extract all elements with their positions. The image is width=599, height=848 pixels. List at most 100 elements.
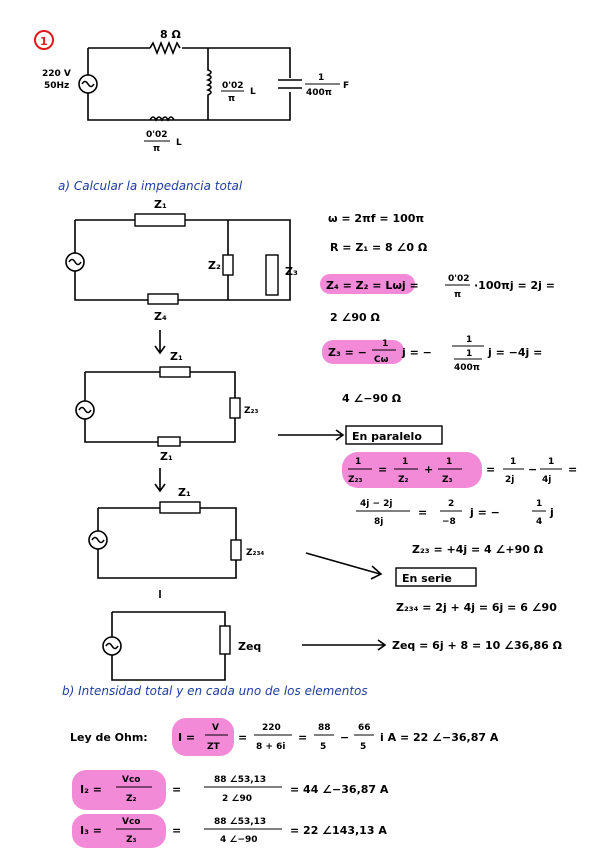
svg-text:8j: 8j [374,517,383,527]
z1-box [134,213,186,227]
svg-text:i A = 22 ∠−36,87 A: i A = 22 ∠−36,87 A [380,731,499,744]
svg-text:F: F [343,81,349,91]
parallel-label: En paralelo [352,430,422,443]
svg-text:4 ∠−90: 4 ∠−90 [220,835,258,845]
part-b-title: b) Intensidad total y en cada uno de los… [62,684,368,698]
svg-text:0'02: 0'02 [146,130,168,140]
svg-text:L: L [250,87,256,97]
svg-text:0'02: 0'02 [448,274,470,284]
part-b-equations: Ley de Ohm: I = V ZT = 220 8 + 6i = 88 5… [70,718,499,848]
part-a-title: a) Calcular la impedancia total [58,179,243,193]
svg-text:j: j [549,506,554,519]
svg-text:Z₃: Z₃ [285,265,298,278]
circuit-full: Z₁ Z₂ Z₃ Z₄ [65,198,298,323]
highlight [172,718,234,756]
svg-text:88 ∠53,13: 88 ∠53,13 [214,775,266,785]
svg-text:1: 1 [510,457,516,467]
source-frequency: 50Hz [44,81,69,91]
arrow-right-icon [278,429,345,441]
svg-text:Vco: Vco [122,817,140,827]
svg-text:88 ∠53,13: 88 ∠53,13 [214,817,266,827]
svg-text:5: 5 [320,742,326,752]
svg-text:Zeq: Zeq [238,640,261,653]
capacitor-value: 1 [318,73,324,83]
svg-text:Z₂: Z₂ [398,475,409,485]
capacitor-symbol [278,79,302,89]
svg-text:+: + [424,463,433,476]
svg-text:=: = [172,824,181,837]
svg-text:4 ∠−90 Ω: 4 ∠−90 Ω [342,392,402,405]
svg-text:=: = [172,783,181,796]
circuit-zeq: Zeq [102,611,261,681]
z4-box [147,293,179,305]
z3-box [265,254,279,296]
svg-text:Z₃: Z₃ [442,475,453,485]
problem-circuit: 1 8 Ω 220 V 50Hz 0'02 π L 1 400π F 0'02 … [34,28,349,154]
svg-text:Zeq = 6j + 8 = 10 ∠36,86 Ω: Zeq = 6j + 8 = 10 ∠36,86 Ω [392,639,563,652]
svg-text:−: − [340,731,349,744]
svg-text:88: 88 [318,723,331,733]
circuit-z23: Z₁ Z₂₃ Z₁ [75,350,258,463]
svg-text:= 44 ∠−36,87 A: = 44 ∠−36,87 A [290,783,389,796]
svg-text:4j − 2j: 4j − 2j [360,499,393,509]
svg-text:1: 1 [466,349,472,359]
wire-loop [87,47,291,121]
highlight [72,814,166,848]
svg-text:Z₂₃₄ = 2j + 4j = 6j = 6 ∠90: Z₂₃₄ = 2j + 4j = 6j = 6 ∠90 [396,601,557,614]
svg-text:ZT: ZT [207,742,221,752]
problem-number: 1 [40,35,48,48]
svg-text:·100πj = 2j =: ·100πj = 2j = [474,279,555,292]
svg-text:5: 5 [360,742,366,752]
svg-text:Z₂: Z₂ [126,794,137,804]
svg-text:220: 220 [262,723,281,733]
svg-text:Ley de Ohm:: Ley de Ohm: [70,731,148,744]
svg-text:Z₄: Z₄ [154,310,167,323]
svg-text:j = −4j =: j = −4j = [487,346,542,359]
resistor-label: 8 Ω [160,28,181,41]
svg-text:Z₂₃: Z₂₃ [244,406,258,416]
svg-text:Z₂₃: Z₂₃ [348,475,362,485]
svg-text:I =: I = [178,731,195,744]
svg-text:66: 66 [358,723,371,733]
svg-text:1: 1 [536,499,542,509]
svg-text:=: = [378,463,387,476]
svg-text:1: 1 [402,457,408,467]
series-label: En serie [402,572,452,585]
ac-wave-icon [81,80,95,88]
source-voltage: 220 V [42,69,71,79]
svg-text:Z₄ = Z₂ = Lωj =: Z₄ = Z₂ = Lωj = [326,279,419,292]
svg-text:π: π [153,144,160,154]
svg-text:2j: 2j [505,475,514,485]
svg-text:=: = [568,463,577,476]
svg-text:π: π [228,94,235,104]
svg-text:4: 4 [536,517,542,527]
svg-text:L: L [176,138,182,148]
svg-text:Z₁: Z₁ [154,198,167,211]
svg-text:400π: 400π [306,88,332,98]
inductor-symbol [205,48,212,120]
svg-text:= 22 ∠143,13 A: = 22 ∠143,13 A [290,824,387,837]
problem-number-circle [34,30,54,50]
svg-text:Z₂₃₄: Z₂₃₄ [246,548,264,558]
svg-text:I₃ =: I₃ = [80,824,102,837]
svg-text:8 + 6i: 8 + 6i [256,742,285,752]
svg-text:400π: 400π [454,363,480,373]
svg-text:1: 1 [446,457,452,467]
svg-text:1: 1 [466,335,472,345]
svg-text:Z₃: Z₃ [126,835,137,845]
svg-text:Z₃ = −: Z₃ = − [328,346,367,359]
svg-text:V: V [212,723,219,733]
svg-text:R = Z₁ = 8 ∠0 Ω: R = Z₁ = 8 ∠0 Ω [330,241,428,254]
highlight [320,274,415,294]
svg-text:Vco: Vco [122,775,140,785]
svg-text:ω = 2πf = 100π: ω = 2πf = 100π [328,212,424,225]
svg-text:−8: −8 [442,517,456,527]
svg-text:2 ∠90 Ω: 2 ∠90 Ω [330,311,380,324]
svg-text:Cω: Cω [374,355,389,365]
arrow-down-icon [154,468,166,493]
svg-text:Z₁: Z₁ [178,486,191,499]
svg-text:1: 1 [355,457,361,467]
svg-text:=: = [418,506,427,519]
svg-text:2 ∠90: 2 ∠90 [222,794,252,804]
